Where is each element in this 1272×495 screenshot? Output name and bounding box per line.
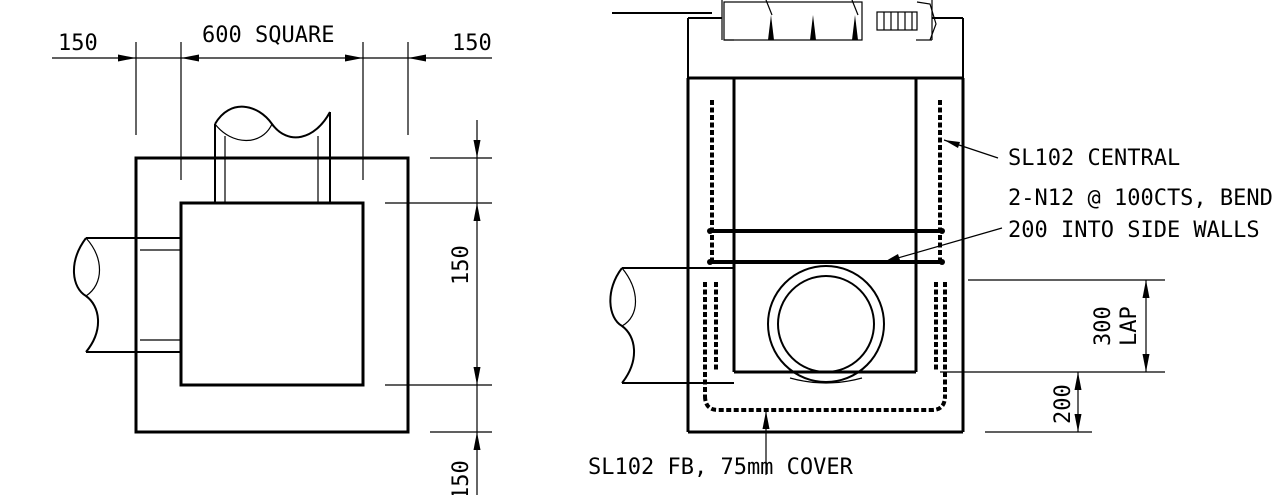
plan-outer-wall (134, 156, 410, 434)
outlet-pipe-inner (777, 275, 875, 373)
rebar-base-u-bar (703, 395, 947, 412)
plan-dim-left: 150 (58, 31, 98, 56)
dim-lap-value: 300 (1091, 306, 1116, 346)
plan-dim-vertical-150: 150 (449, 245, 474, 285)
plan-top-pipe (214, 105, 331, 203)
section-inlet-pipe (609, 267, 734, 384)
plan-left-pipe (72, 237, 181, 353)
dim-lap-label: LAP (1117, 306, 1142, 346)
note-sl102-central: SL102 CENTRAL (1008, 146, 1180, 171)
outlet-pipe-outer (767, 265, 885, 383)
plan-dim-vertical-150-lower: 150 (449, 460, 474, 495)
plan-dim-right: 150 (452, 31, 492, 56)
plan-dim-600-square: 600 SQUARE (202, 23, 334, 48)
plan-inner-opening (179, 201, 365, 387)
plan-view: 150 600 SQUARE 150 150 150 (52, 23, 492, 495)
section-view: SL102 CENTRAL 2-N12 @ 100CTS, BEND 200 I… (588, 0, 1272, 480)
note-central-bend: 200 INTO SIDE WALLS (1008, 218, 1260, 243)
grate-frame (723, 0, 937, 41)
note-sl102-fb: SL102 FB, 75mm COVER (588, 455, 854, 480)
note-central-bar-spec: 2-N12 @ 100CTS, BEND (1008, 186, 1272, 211)
dim-200: 200 (1051, 384, 1076, 424)
